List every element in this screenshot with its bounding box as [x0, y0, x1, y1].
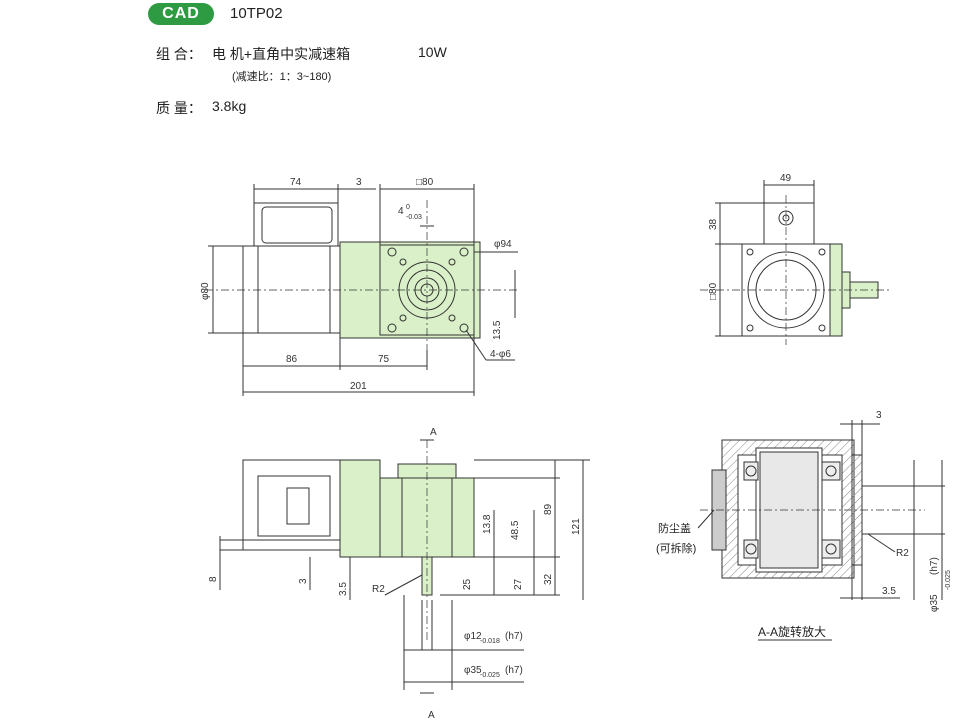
dim-sq80b: □80 [708, 282, 719, 300]
header: CAD 10TP02 组 合： 电 机+直角中实减速箱 10W (减速比：1：3… [0, 0, 967, 120]
section-aa-view [697, 420, 945, 641]
dim-phi80: φ80 [200, 282, 211, 300]
dim-4-sub: -0.03 [406, 214, 422, 221]
dust-cover-label: 防尘盖 [658, 521, 691, 535]
section-title: A-A旋转放大 [758, 624, 826, 639]
dim-3b: 3 [298, 578, 309, 584]
dim-phi35b: φ35 [929, 594, 940, 612]
dim-3c: 3 [876, 410, 882, 421]
dim-phi35: φ35 [464, 665, 482, 676]
dim-38: 38 [708, 218, 719, 230]
mass-label: 质 量： [156, 100, 202, 116]
dim-r2: R2 [372, 584, 385, 595]
section-marker-bottom: A [428, 710, 435, 721]
dim-121: 121 [571, 518, 582, 535]
dim-r2b: R2 [896, 548, 909, 559]
dim-27: 27 [513, 578, 524, 590]
dim-phi12-tol: -0.018 [480, 638, 500, 645]
top-view [219, 439, 590, 694]
cad-badge[interactable]: CAD [148, 3, 214, 25]
dim-89: 89 [543, 503, 554, 515]
combo-value: 电 机+直角中实减速箱 [212, 46, 351, 62]
model-number: 10TP02 [230, 5, 283, 22]
dim-74: 74 [290, 177, 302, 188]
ratio-text: (减速比：1：3~180) [232, 71, 332, 83]
dim-201: 201 [350, 381, 367, 392]
dim-4-sup: 0 [406, 204, 410, 211]
dim-h7c: (h7) [929, 557, 940, 575]
dim-phi35b-tol: -0.025 [945, 570, 952, 590]
dim-75: 75 [378, 354, 390, 365]
power-value: 10W [418, 44, 447, 60]
dim-48-5: 48.5 [510, 520, 521, 540]
side-view [700, 180, 890, 345]
dim-h7b: (h7) [505, 665, 523, 676]
dim-phi35-tol: -0.025 [480, 672, 500, 679]
front-view [205, 184, 520, 396]
dim-h7: (h7) [505, 631, 523, 642]
dim-13-8: 13.8 [482, 514, 493, 534]
combo-label: 组 合： [156, 46, 202, 62]
dim-8: 8 [208, 576, 219, 582]
section-marker-top: A [430, 427, 437, 438]
dim-phi12: φ12 [464, 631, 482, 642]
dim-3-5: 3.5 [338, 582, 349, 596]
dim-holes: 4-φ6 [490, 349, 511, 360]
dim-49: 49 [780, 173, 792, 184]
dust-cover-note: (可拆除) [656, 541, 696, 555]
dim-32: 32 [543, 573, 554, 585]
mass-value: 3.8kg [212, 98, 247, 114]
dim-3-5b: 3.5 [882, 586, 896, 597]
dim-13-5: 13.5 [492, 320, 503, 340]
dim-3: 3 [356, 177, 362, 188]
dim-86: 86 [286, 354, 298, 365]
dim-sq80: □80 [416, 177, 434, 188]
dim-phi94: φ94 [494, 239, 512, 250]
dim-25: 25 [462, 578, 473, 590]
dim-4: 4 [398, 206, 404, 217]
